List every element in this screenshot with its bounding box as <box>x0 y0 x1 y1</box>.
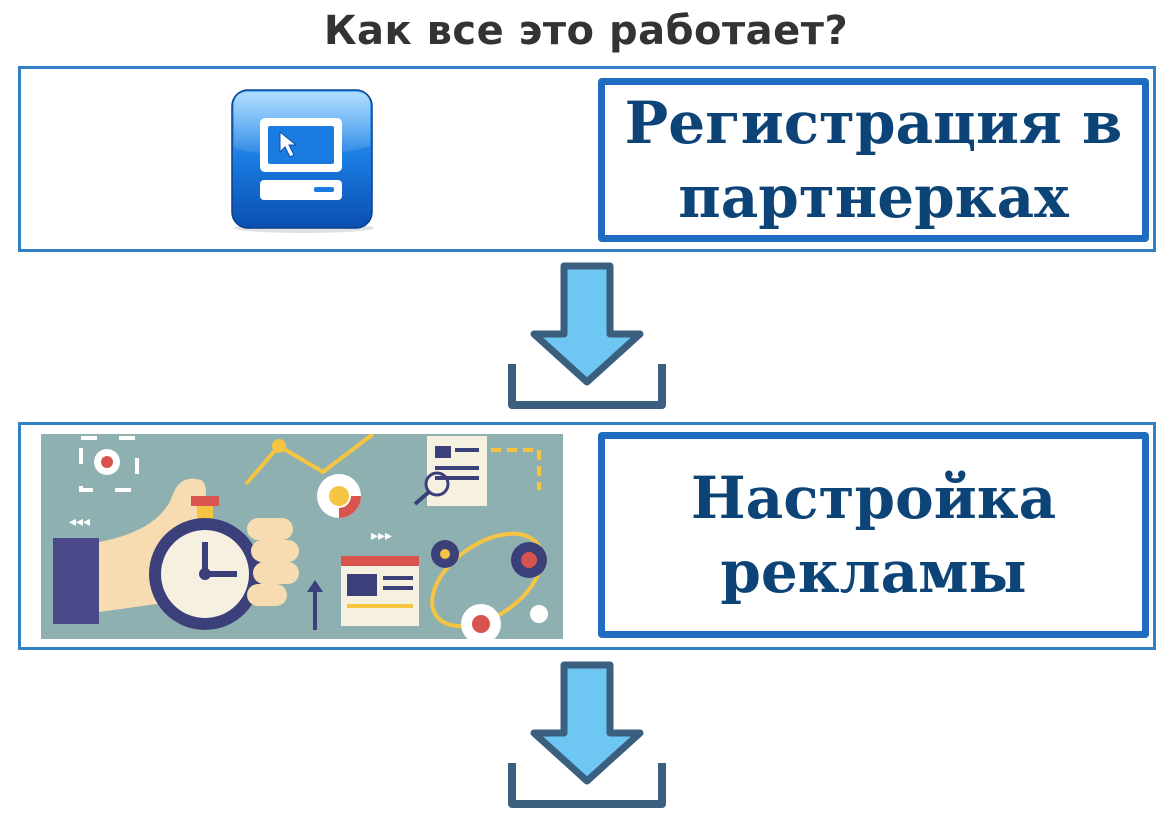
step-label-ad-setup: Настройка рекламы <box>598 432 1149 638</box>
page-title: Как все это работает? <box>323 8 849 54</box>
svg-text:◂◂◂: ◂◂◂ <box>69 514 90 530</box>
down-arrow-icon <box>508 661 666 808</box>
step-label-line: рекламы <box>720 538 1027 606</box>
computer-monitor-icon <box>231 89 374 233</box>
stopwatch-hand-illustration: ◂◂◂ ▸▸▸ <box>41 434 563 639</box>
step-label-registration: Регистрация в партнерках <box>598 78 1149 242</box>
step-label-line: партнерках <box>678 163 1069 231</box>
step-label-line: Настройка <box>690 464 1057 532</box>
step-label-line: Регистрация в <box>624 89 1123 157</box>
svg-text:▸▸▸: ▸▸▸ <box>371 528 392 544</box>
down-arrow-icon <box>508 262 666 409</box>
